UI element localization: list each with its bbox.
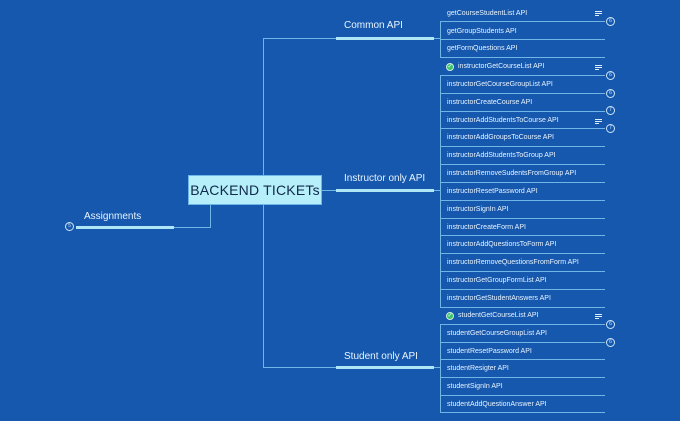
branch-common-underline — [336, 37, 434, 40]
subtopic-count-badge[interactable]: 6 — [606, 17, 615, 26]
trunk-bottom-connector — [263, 367, 338, 368]
leaf-item[interactable]: instructorAddGroupsToCourse API — [447, 134, 554, 141]
branch-student-underline — [336, 366, 434, 369]
leaf-item[interactable]: studentResigter API — [447, 365, 509, 372]
item-separator — [440, 324, 605, 325]
subtopic-count-badge[interactable]: 7 — [606, 106, 615, 115]
branch-instructor-api[interactable]: Instructor only API — [344, 173, 426, 184]
leaf-item[interactable]: instructorAddQuestionsToForm API — [447, 241, 557, 248]
item-separator — [440, 253, 605, 254]
leaf-item[interactable]: instructorAddStudentsToCourse API — [447, 117, 559, 124]
leaf-item[interactable]: instructorGetCourseGroupList API — [447, 81, 553, 88]
leaf-item[interactable]: instructorAddStudentsToGroup API — [447, 152, 556, 159]
item-separator — [440, 289, 605, 290]
leaf-item[interactable]: studentResetPassword API — [447, 348, 532, 355]
item-separator — [440, 359, 605, 360]
leaf-item[interactable]: instructorSignIn API — [447, 206, 509, 213]
item-separator — [440, 271, 605, 272]
instructor-group-link — [434, 190, 440, 191]
leaf-item[interactable]: instructorGetGroupFormList API — [447, 277, 547, 284]
item-separator — [440, 218, 605, 219]
leaf-item[interactable]: getCourseStudentList API — [447, 10, 528, 17]
item-separator — [440, 21, 605, 22]
subtopic-count-badge[interactable]: 7 — [606, 124, 615, 133]
leaf-item[interactable]: getFormQuestions API — [447, 45, 518, 52]
left-connector-v — [210, 205, 211, 227]
item-separator — [440, 93, 605, 94]
subtopic-count-badge[interactable]: 6 — [606, 320, 615, 329]
item-separator — [440, 111, 605, 112]
item-separator — [440, 307, 605, 308]
item-separator — [440, 182, 605, 183]
leaf-item[interactable]: studentSignIn API — [447, 383, 503, 390]
root-node[interactable]: BACKEND TICKETs — [188, 175, 322, 205]
item-separator — [440, 342, 605, 343]
trunk-top-connector — [263, 38, 338, 39]
leaf-item[interactable]: instructorGetCourseList API — [458, 63, 545, 70]
item-separator — [440, 377, 605, 378]
task-done-icon: ✓ — [446, 63, 454, 71]
item-separator — [440, 57, 605, 58]
branch-instructor-underline — [336, 189, 434, 192]
item-separator — [440, 146, 605, 147]
left-connector-h — [174, 227, 211, 228]
item-separator — [440, 200, 605, 201]
leaf-item[interactable]: instructorGetStudentAnswers API — [447, 295, 551, 302]
subtopic-count-badge[interactable]: 6 — [606, 89, 615, 98]
leaf-item[interactable]: instructorCreateForm API — [447, 224, 526, 231]
task-done-icon: ✓ — [446, 312, 454, 320]
student-group-bracket — [440, 324, 441, 412]
notes-icon[interactable] — [595, 314, 602, 320]
notes-icon[interactable] — [595, 119, 602, 125]
leaf-item[interactable]: getGroupStudents API — [447, 28, 517, 35]
leaf-item[interactable]: instructorRemoveQuestionsFromForm API — [447, 259, 579, 266]
common-group-link — [434, 38, 440, 39]
student-group-link — [434, 367, 440, 368]
leaf-item[interactable]: studentAddQuestionAnswer API — [447, 401, 547, 408]
item-separator — [440, 75, 605, 76]
branch-common-api[interactable]: Common API — [344, 20, 403, 31]
subtopic-count-badge[interactable]: 6 — [606, 338, 615, 347]
subtopic-count-badge[interactable]: 6 — [606, 71, 615, 80]
leaf-item[interactable]: instructorCreateCourse API — [447, 99, 533, 106]
leaf-item[interactable]: instructorResetPassword API — [447, 188, 538, 195]
branch-assignments[interactable]: Assignments — [84, 211, 142, 222]
item-separator — [440, 128, 605, 129]
item-separator — [440, 395, 605, 396]
branch-assignments-underline — [76, 226, 174, 229]
item-separator — [440, 412, 605, 413]
leaf-item[interactable]: instructorRemoveSudentsFromGroup API — [447, 170, 577, 177]
collapsed-count-badge[interactable]: 5 — [65, 222, 74, 231]
root-label: BACKEND TICKETs — [190, 182, 320, 198]
notes-icon[interactable] — [595, 11, 602, 17]
root-right-connector — [322, 190, 338, 191]
leaf-item[interactable]: studentGetCourseGroupList API — [447, 330, 547, 337]
instructor-group-bracket — [440, 75, 441, 307]
item-separator — [440, 235, 605, 236]
item-separator — [440, 39, 605, 40]
leaf-item[interactable]: studentGetCourseList API — [458, 312, 539, 319]
notes-icon[interactable] — [595, 65, 602, 71]
item-separator — [440, 164, 605, 165]
branch-student-api[interactable]: Student only API — [344, 351, 418, 362]
